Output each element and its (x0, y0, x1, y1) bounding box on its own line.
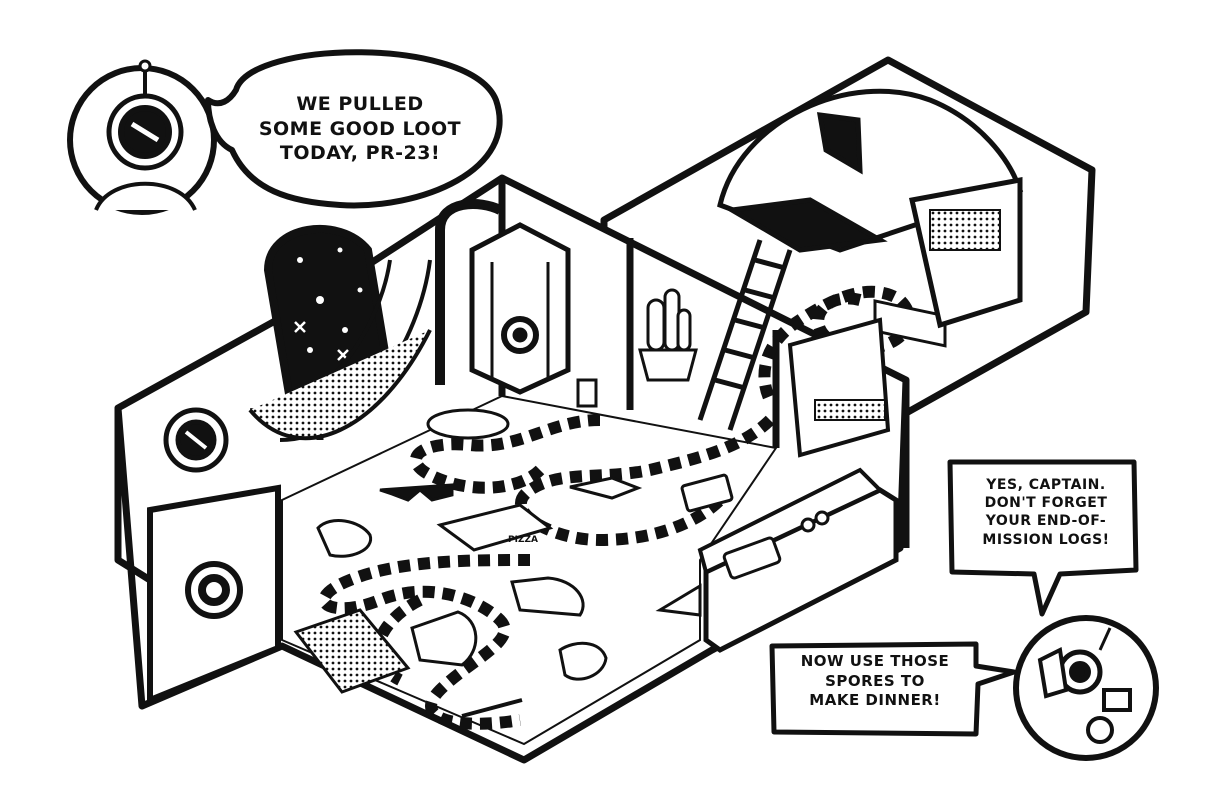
robot-lower-line-2: SPORES TO (825, 671, 925, 690)
floor-path (318, 285, 915, 730)
pizza-box-label: PIZZA (508, 535, 538, 545)
captain-line-3: TODAY, PR-23! (279, 142, 441, 165)
robot-upper-line-1: YES, CAPTAIN. (986, 477, 1106, 493)
robot-lower-line-3: MAKE DINNER! (809, 691, 941, 709)
hammock (248, 259, 432, 442)
robot-dialogue-upper: YES, CAPTAIN. DON'T FORGET YOUR END-OF- … (956, 476, 1136, 549)
robot-speech-bubble-upper (947, 459, 1139, 617)
cockpit-dome (717, 88, 1024, 348)
robot-portrait (1013, 615, 1159, 761)
captain-portrait (67, 59, 217, 215)
space-helmet (163, 407, 229, 473)
shower-tank (435, 199, 571, 395)
robot-upper-line-3: YOUR END-OF- (985, 513, 1107, 530)
captain-dialogue: WE PULLED SOME GOOD LOOT TODAY, PR-23! (250, 92, 470, 166)
robot-upper-line-4: MISSION LOGS! (982, 531, 1110, 548)
robot-speech-bubble-lower (769, 641, 1017, 737)
cactus-plant (638, 288, 698, 382)
robot-lower-line-1: NOW USE THOSE (800, 652, 950, 670)
captain-line-2: SOME GOOD LOOT (258, 117, 462, 140)
doormat (293, 608, 411, 694)
robot-upper-line-2: DON'T FORGET (984, 495, 1108, 512)
ladder (697, 239, 793, 431)
kitchen-counter (697, 467, 899, 653)
airlock-door (147, 484, 281, 705)
shelf (787, 317, 891, 458)
loot-items: PIZZA (316, 378, 734, 718)
robot-dialogue-lower: NOW USE THOSE SPORES TO MAKE DINNER! (780, 652, 970, 711)
captain-line-1: WE PULLED (296, 93, 424, 115)
captain-speech-bubble (205, 49, 503, 209)
